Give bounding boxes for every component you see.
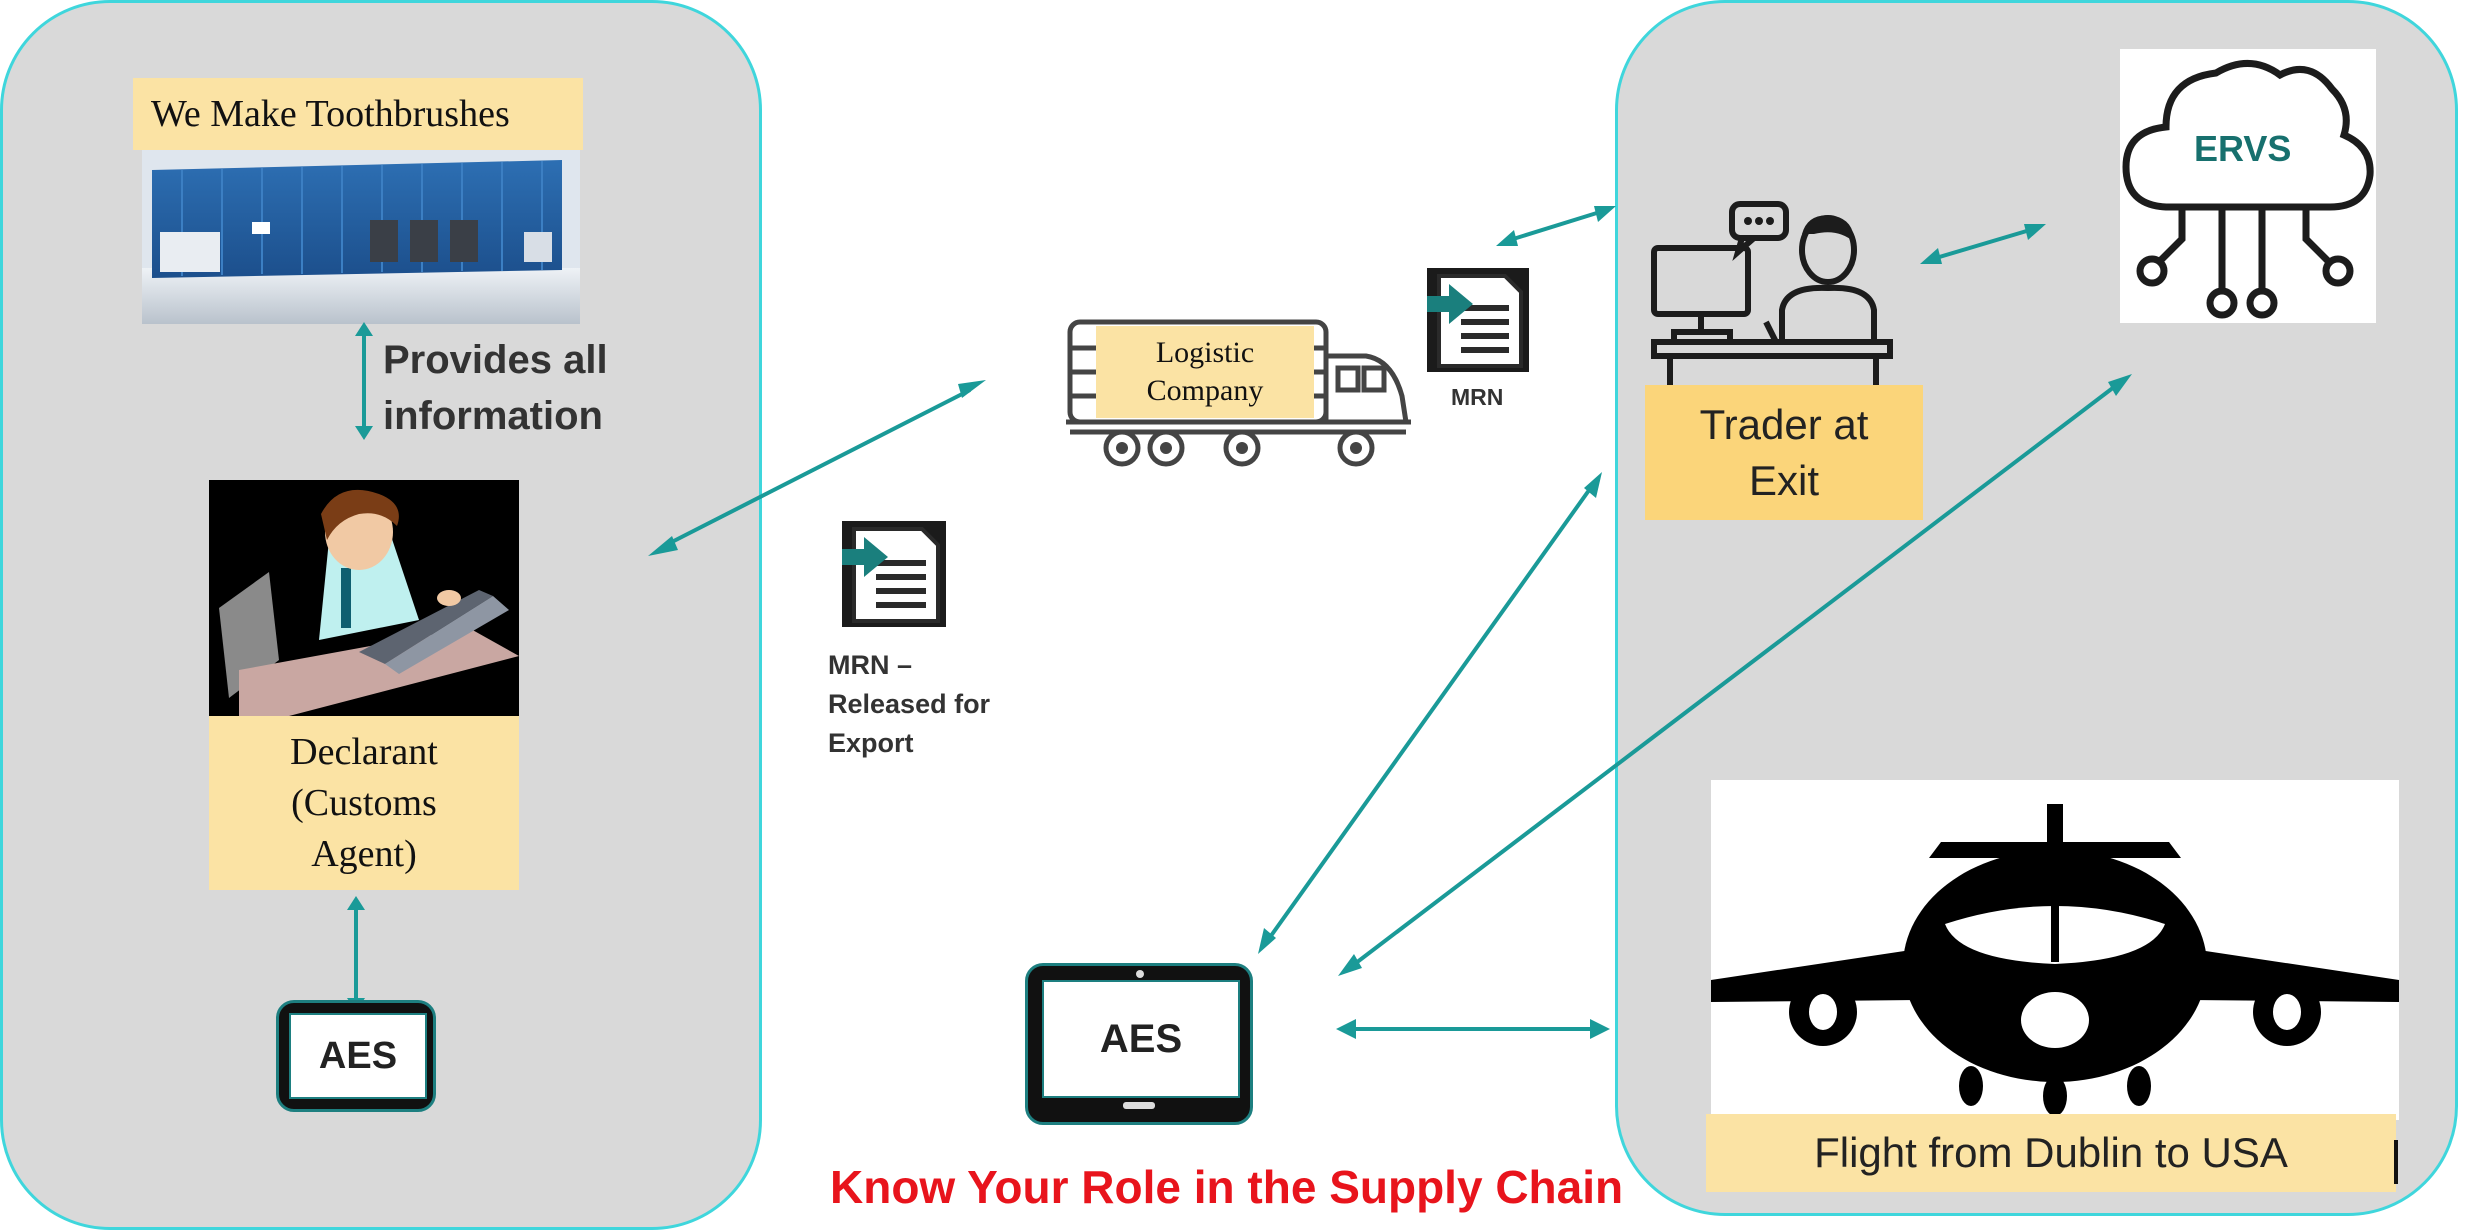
agent-illustration [209, 480, 519, 716]
trader-line2: Exit [1748, 456, 1819, 504]
declarant-line1: Declarant [290, 730, 438, 773]
aes-center-tablet: AES [1025, 963, 1253, 1125]
provides-text-line2: information [383, 394, 603, 438]
airplane-icon [1711, 780, 2399, 1120]
trader-desk-icon [1651, 201, 1893, 386]
declarant-line3: Agent) [311, 832, 417, 875]
trader-label: Trader at Exit [1645, 385, 1923, 520]
provides-text-line1: Provides all [383, 338, 608, 382]
warehouse-image [142, 150, 580, 324]
factory-label-text: We Make Toothbrushes [151, 93, 510, 135]
mrn-released-line3: Export [828, 728, 914, 758]
ervs-label: ERVS [2194, 128, 2292, 169]
trader-line1: Trader at [1699, 400, 1869, 448]
provides-text: Provides all information [383, 332, 608, 444]
aes-center-label: AES [1099, 1016, 1183, 1061]
tablet-home-bar [1123, 1102, 1155, 1109]
logistic-line2: Company [1146, 374, 1264, 407]
mrn-released-line1: MRN – [828, 650, 913, 680]
provides-arrow [355, 322, 373, 440]
aes-left-tablet: AES [276, 1000, 436, 1112]
aes-left-screen: AES [289, 1013, 427, 1099]
mrn-top-document-icon [1427, 268, 1529, 372]
mrn-top-label: MRN [1451, 384, 1504, 410]
factory-label: We Make Toothbrushes [133, 78, 583, 150]
flight-label-edge-mark [2394, 1140, 2398, 1184]
mrn-released-document-icon [842, 521, 946, 627]
cloud-circuit-icon [2122, 60, 2374, 319]
aes-center-screen: AES [1042, 980, 1240, 1098]
flight-label: Flight from Dublin to USA [1706, 1114, 2396, 1192]
mrn-released-label: MRN – Released for Export [828, 646, 990, 763]
tablet-camera [1136, 970, 1144, 978]
footer-title: Know Your Role in the Supply Chain [830, 1161, 1624, 1213]
declarant-label: Declarant (Customs Agent) [209, 716, 519, 890]
logistic-label: Logistic Company [1096, 326, 1314, 418]
logistic-line1: Logistic [1155, 336, 1255, 369]
aes-left-label: AES [318, 1034, 398, 1077]
flight-label-text: Flight from Dublin to USA [1814, 1129, 2288, 1176]
mrn-released-line2: Released for [828, 689, 991, 719]
declarant-line2: (Customs [291, 781, 437, 824]
